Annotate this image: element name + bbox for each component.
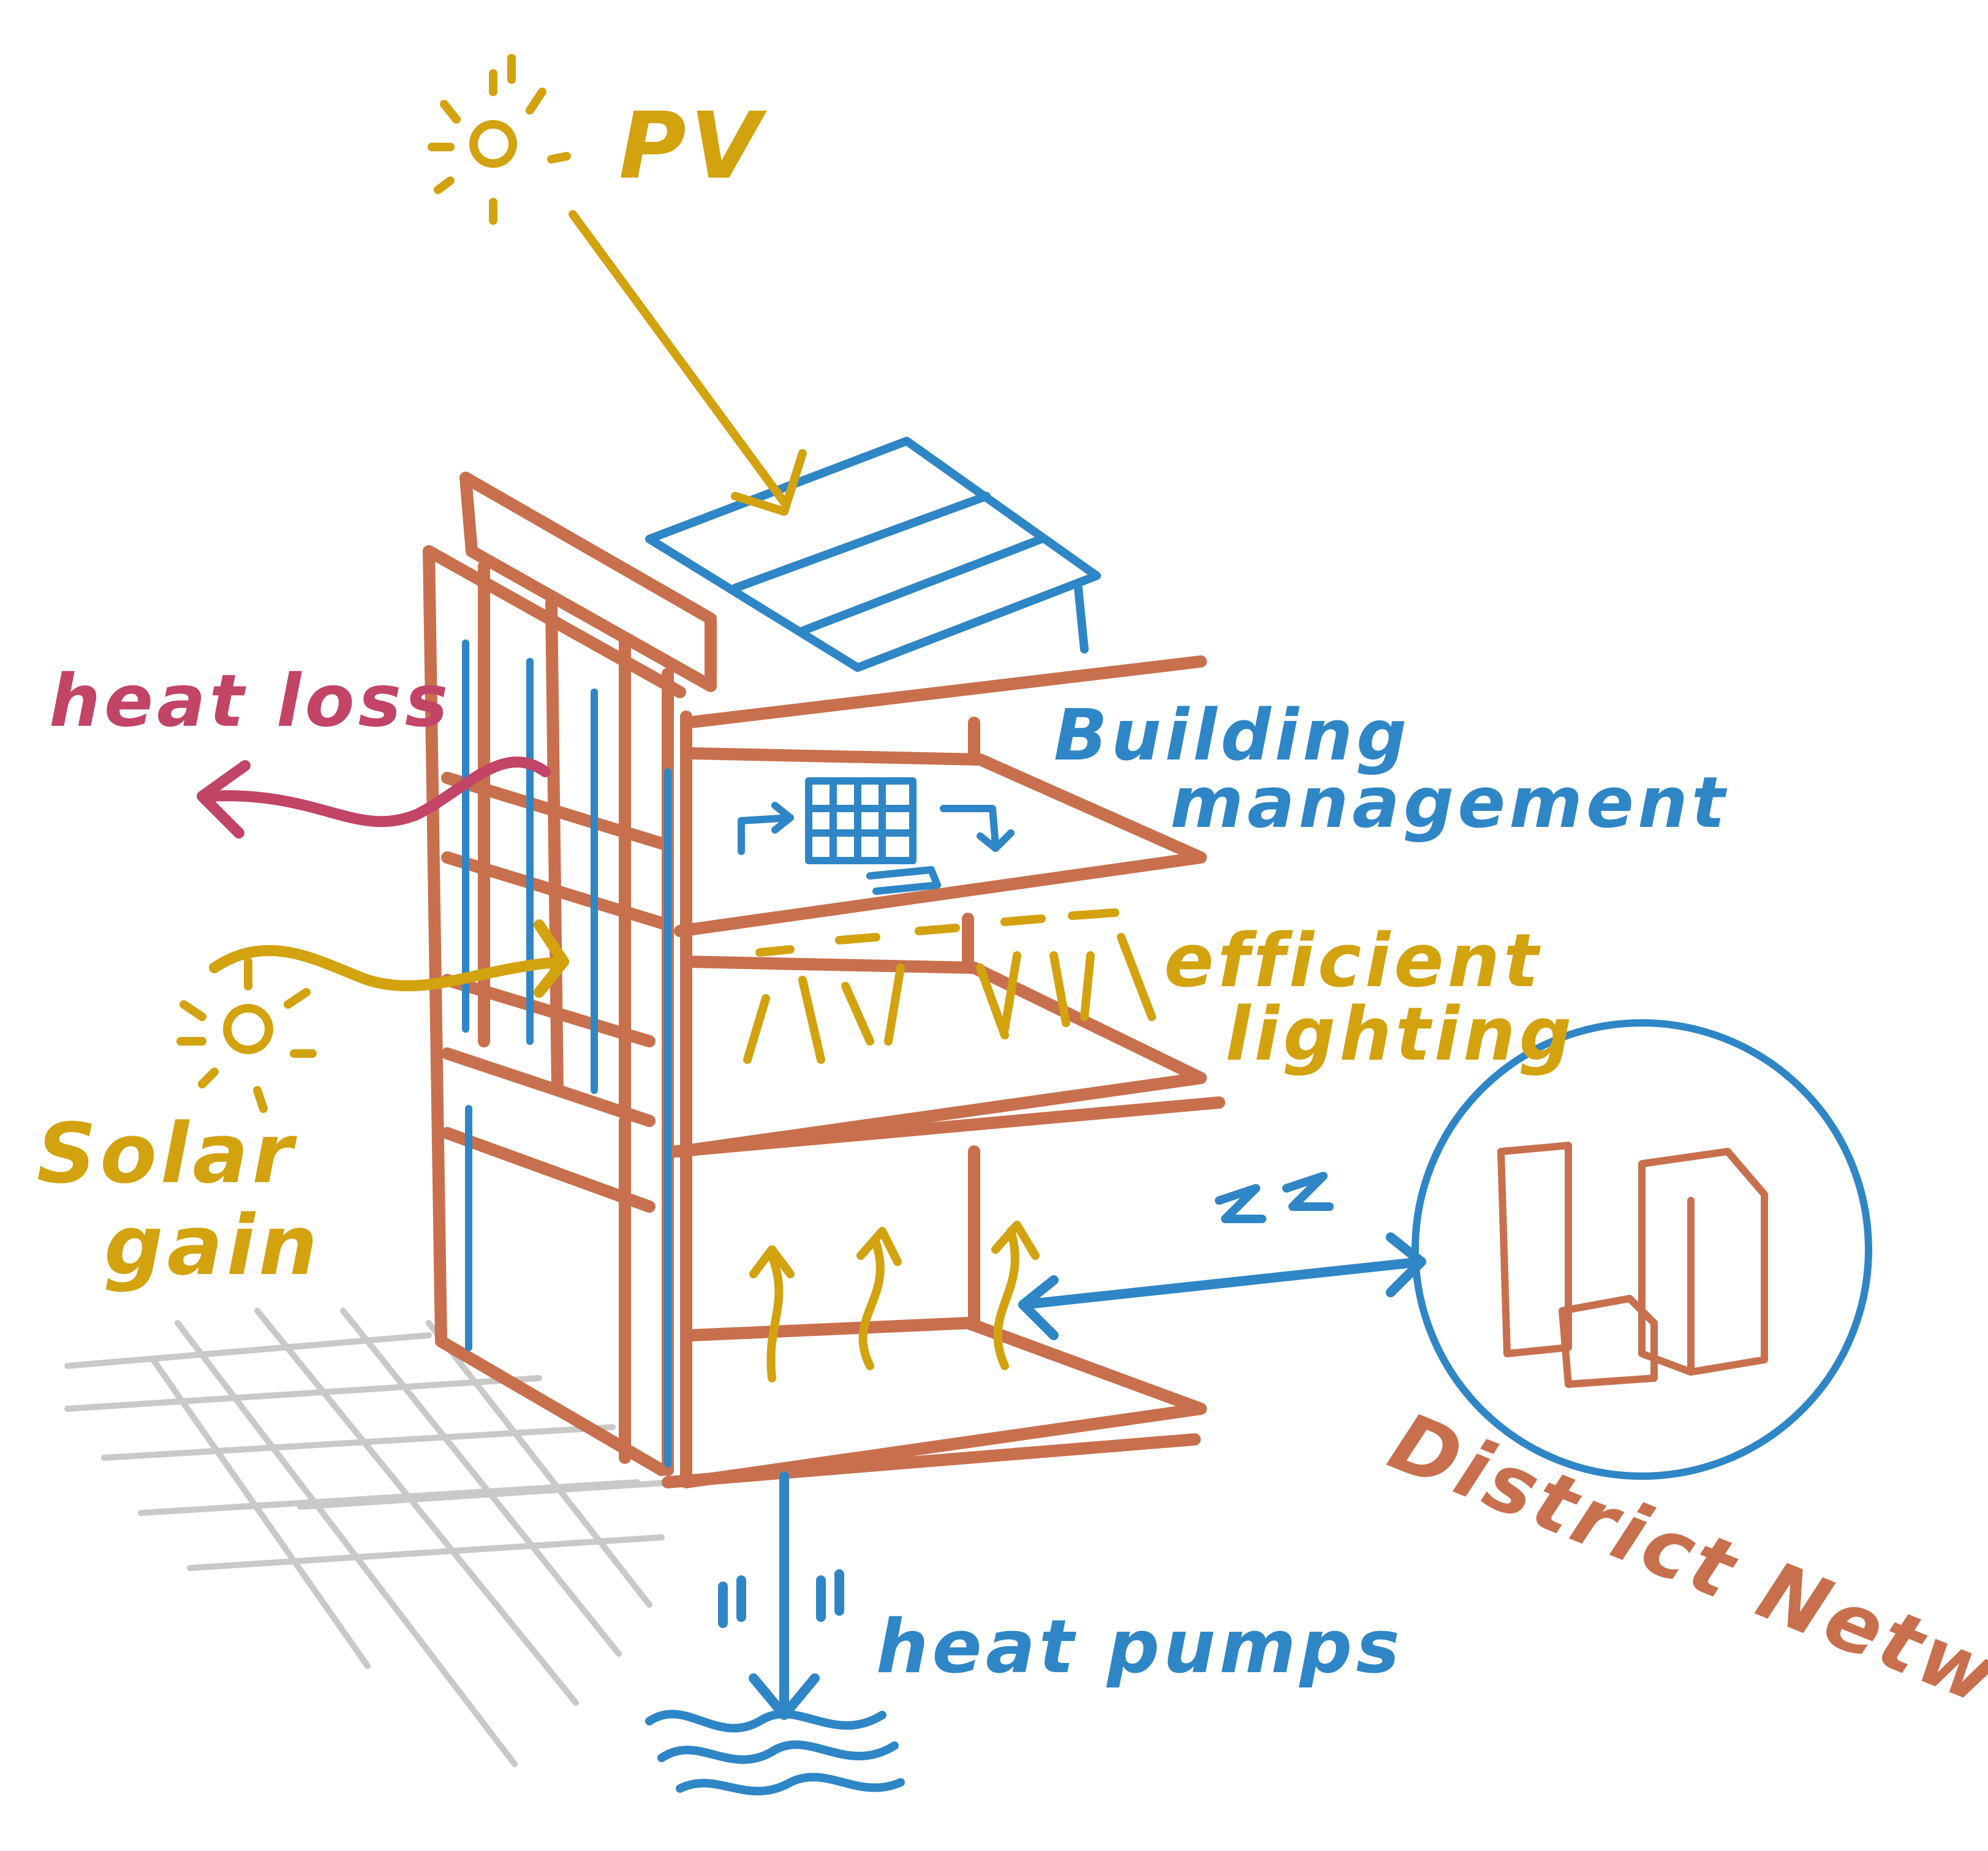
- pendant-light-icon: [743, 908, 1156, 1064]
- building-glazing: [462, 639, 671, 1468]
- heat-pump-arrow: [718, 1471, 844, 1720]
- pv-label: PV: [619, 93, 767, 200]
- district-connection-arrow: [1018, 1232, 1426, 1340]
- efficient-lighting-label-line1: efficient: [1164, 919, 1542, 1004]
- sun-icon: [428, 54, 571, 225]
- heat-loss-label: heat loss: [49, 658, 452, 743]
- heat-pumps-label: heat pumps: [876, 1605, 1404, 1690]
- solar-gain-label-line1: Solar: [37, 1106, 297, 1202]
- heat-loss-arrow: [197, 756, 551, 839]
- solar-gain-label-line2: gain: [104, 1197, 321, 1294]
- pv-arrow: [569, 210, 807, 516]
- efficient-lighting-label-line2: lighting: [1225, 992, 1575, 1077]
- building-management-label-line2: management: [1170, 762, 1729, 844]
- building-management-label-line1: Building: [1054, 695, 1410, 777]
- computer-icon: [738, 777, 1015, 895]
- district-networks-label: District Networks: [1377, 1395, 1988, 1804]
- solar-gain-arrow: [209, 919, 569, 998]
- district-networks-circle: [1412, 1019, 1872, 1480]
- water-waves-icon: [645, 1710, 905, 1796]
- energy-symbol-icon: [1215, 1172, 1334, 1223]
- warm-air-arrows: [749, 1221, 1040, 1382]
- city-buildings-icon: [1497, 1142, 1768, 1388]
- building-outline: [423, 472, 1225, 1488]
- sun-icon: [176, 957, 317, 1113]
- solar-panel-icon: [645, 437, 1101, 672]
- ground-grid: [64, 1308, 677, 1767]
